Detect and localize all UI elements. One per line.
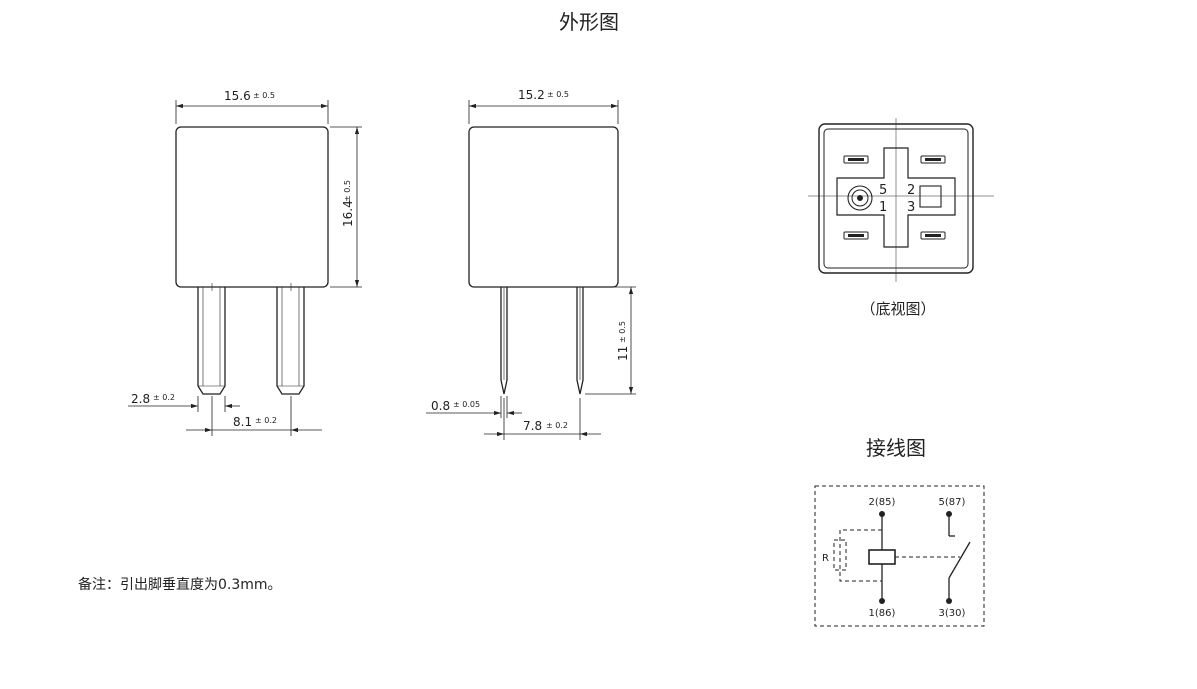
front-relay-body [175, 126, 329, 288]
switch-contact [948, 541, 971, 579]
side-dim-width-label: 15.2 ± 0.5 [518, 88, 569, 102]
front-dimensions [128, 100, 362, 436]
bottom-pin-3: 3 [907, 200, 915, 215]
resistor-label: R [822, 553, 829, 564]
side-dim-pin-pitch-label: 7.8 ± 0.2 [523, 419, 568, 433]
front-height-tol: ± 0.5 [343, 180, 352, 202]
side-dimensions [426, 100, 636, 440]
front-height-value: 16.4 [341, 200, 355, 227]
terminal-3-30: 3(30) [939, 608, 966, 619]
terminal-1-86: 1(86) [869, 608, 896, 619]
bottom-square-pin [919, 185, 942, 208]
bottom-pin-1: 1 [879, 200, 887, 215]
side-pin-thickness-tol: ± 0.05 [453, 400, 480, 409]
side-dim-pin-thickness-label: 0.8 ± 0.05 [431, 399, 480, 413]
front-dim-pin-pitch-label: 8.1 ± 0.2 [233, 415, 277, 429]
side-relay-body [468, 126, 619, 288]
front-dim-height-label: 16.4 ± 0.5 [341, 180, 355, 227]
front-pin-width-value: 2.8 [131, 392, 150, 406]
front-dim-pin-width-label: 2.8 ± 0.2 [131, 392, 175, 406]
side-width-value: 15.2 [518, 88, 545, 102]
side-pin-thickness-value: 0.8 [431, 399, 450, 413]
wiring-diagram [814, 485, 985, 627]
bottom-slots [843, 155, 946, 240]
side-pin-pitch-tol: ± 0.2 [546, 421, 568, 430]
side-pin-length-value: 11 [616, 346, 630, 361]
front-pin-pitch-value: 8.1 [233, 415, 252, 429]
bottom-cross-socket [836, 147, 956, 248]
bottom-pin-numbers: 5 1 2 3 [879, 183, 915, 215]
front-view [175, 126, 329, 395]
outline-title: 外形图 [559, 10, 619, 34]
bottom-round-pin [847, 185, 873, 211]
side-pin-left [500, 287, 508, 395]
bottom-view [808, 118, 994, 282]
side-dim-pin-length-label: 11 ± 0.5 [616, 321, 630, 361]
side-pin-pitch-value: 7.8 [523, 419, 542, 433]
side-pin-length-tol: ± 0.5 [618, 321, 627, 343]
bottom-view-caption: （底视图） [860, 300, 935, 318]
side-width-tol: ± 0.5 [547, 90, 569, 99]
wiring-labels: 2(85) 5(87) 1(86) 3(30) R [822, 497, 966, 619]
side-pin-right [576, 287, 584, 395]
wiring-title: 接线图 [866, 436, 926, 460]
coil-symbol [868, 549, 896, 565]
side-view [468, 126, 619, 395]
note-text: 备注：引出脚垂直度为0.3mm。 [78, 576, 282, 593]
front-width-value: 15.6 [224, 89, 251, 103]
front-pin-right [276, 287, 305, 395]
wiring-dashed-frame [814, 485, 985, 627]
front-pin-pitch-tol: ± 0.2 [255, 416, 277, 425]
front-pin-width-tol: ± 0.2 [153, 393, 175, 402]
bottom-pin-2: 2 [907, 183, 915, 198]
front-pin-left [197, 287, 226, 395]
front-width-tol: ± 0.5 [253, 91, 275, 100]
terminal-5-87: 5(87) [939, 497, 966, 508]
bottom-pin-5: 5 [879, 183, 887, 198]
terminal-2-85: 2(85) [869, 497, 896, 508]
front-dim-width-label: 15.6 ± 0.5 [224, 89, 275, 103]
resistor-dashed-path [839, 529, 882, 582]
